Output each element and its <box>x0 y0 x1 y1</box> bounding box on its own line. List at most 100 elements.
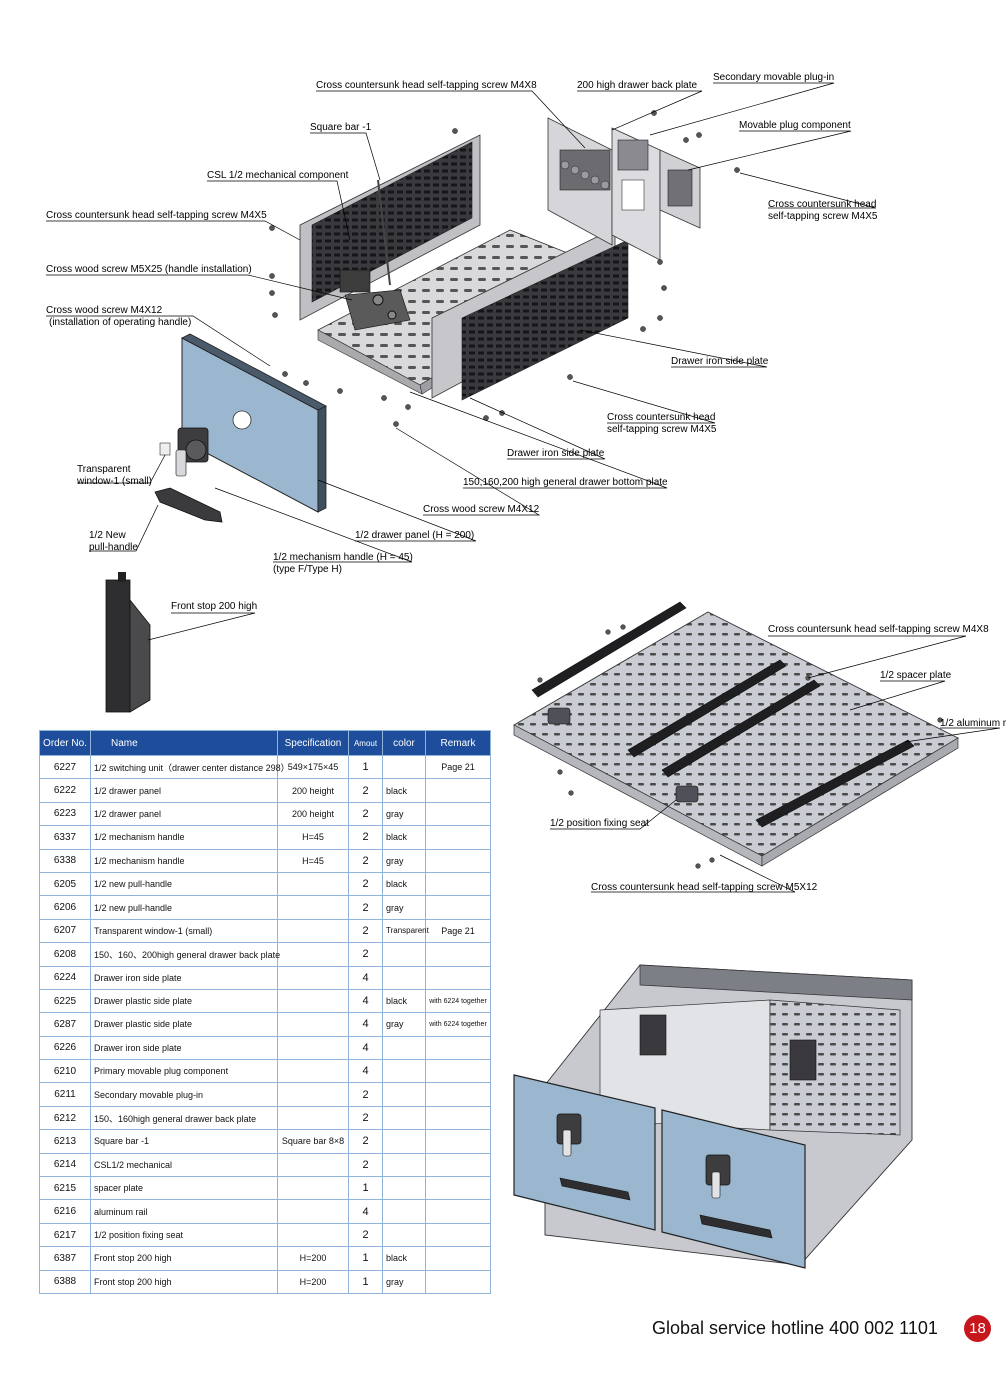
cell-amount: 4 <box>348 1059 383 1084</box>
cell-amount: 2 <box>348 1105 383 1131</box>
cell-amount: 2 <box>348 1129 383 1154</box>
cell-amount: 2 <box>348 1152 383 1178</box>
cell-specification: H=200 <box>277 1246 349 1271</box>
front-plastic-grille <box>461 239 629 401</box>
cell-specification <box>277 1035 349 1061</box>
cell-amount: 2 <box>348 871 383 897</box>
cell-color: black <box>382 1246 426 1271</box>
callout-bottom-plate: 150,160,200 high general drawer bottom p… <box>463 477 668 488</box>
cell-specification <box>277 988 349 1014</box>
callout-iron-side-plate-2: Drawer iron side plate <box>507 448 605 459</box>
cell-name: 1/2 new pull-handle <box>90 871 278 897</box>
callout-csl-mechanical: CSL 1/2 mechanical component <box>207 170 349 181</box>
cell-color <box>382 1199 426 1224</box>
cell-specification: H=45 <box>277 848 349 873</box>
cell-amount: 2 <box>348 778 383 803</box>
cell-specification <box>277 871 349 897</box>
cell-amount: 2 <box>348 942 383 967</box>
cell-name: Front stop 200 high <box>90 1269 278 1294</box>
callout-square-bar: Square bar -1 <box>310 122 372 133</box>
callout-screw-m4x5-mid-line1: Cross countersunk head <box>607 412 716 423</box>
cell-amount: 1 <box>348 1176 383 1201</box>
cell-specification <box>277 942 349 967</box>
cell-amount: 4 <box>348 1012 383 1037</box>
cell-order-no: 6206 <box>39 895 91 920</box>
cell-remark <box>425 942 491 967</box>
header-color: color <box>382 730 426 756</box>
cell-name: Secondary movable plug-in <box>90 1082 278 1107</box>
cell-name: Square bar -1 <box>90 1129 278 1154</box>
header-remark: Remark <box>425 730 491 756</box>
cell-remark <box>425 1105 491 1131</box>
cell-order-no: 6213 <box>39 1129 91 1154</box>
pull-handle <box>154 487 223 523</box>
cell-amount: 2 <box>348 825 383 850</box>
cell-remark <box>425 1176 491 1201</box>
cell-specification <box>277 1152 349 1178</box>
cell-amount: 2 <box>348 1082 383 1107</box>
cell-specification <box>277 965 349 990</box>
parts-table: Order No. Name Specification Amout color… <box>39 730 491 1294</box>
cell-name: 1/2 drawer panel <box>90 801 278 827</box>
cell-remark <box>425 1082 491 1107</box>
cell-name: Primary movable plug component <box>90 1059 278 1084</box>
callout-screw-m4x5-right-line2: self-tapping screw M4X5 <box>768 211 878 222</box>
callout-pull-handle-line2: pull-handle <box>89 542 138 553</box>
cell-remark: with 6224 together <box>425 1012 491 1037</box>
cell-amount: 2 <box>348 895 383 920</box>
assembled-panel-right <box>661 1109 806 1269</box>
cell-order-no: 6205 <box>39 871 91 897</box>
cell-amount: 2 <box>348 848 383 873</box>
callout-mechanism-handle-line2: (type F/Type H) <box>273 564 342 575</box>
cell-order-no: 6338 <box>39 848 91 873</box>
cell-name: 150、160、200high general drawer back plat… <box>90 942 280 967</box>
cell-name: Transparent window-1 (small) <box>90 918 278 944</box>
callout-back-plate: 200 high drawer back plate <box>577 80 698 91</box>
cell-specification: H=200 <box>277 1269 349 1294</box>
cell-order-no: 6222 <box>39 778 91 803</box>
cell-name: 1/2 mechanism handle <box>90 825 278 850</box>
front-stop-drawing <box>105 572 256 713</box>
cell-color: black <box>382 871 426 897</box>
cell-amount: 2 <box>348 918 383 944</box>
service-hotline: Global service hotline 400 002 1101 <box>652 1318 938 1338</box>
cell-color: black <box>382 778 426 803</box>
callout-secondary-plug: Secondary movable plug-in <box>713 72 835 83</box>
callout-wood-screw-m4x12-line1: Cross wood screw M4X12 <box>46 305 163 316</box>
exploded-drawer-drawing <box>154 110 740 523</box>
cell-remark <box>425 1269 491 1294</box>
cell-remark <box>425 1129 491 1154</box>
callout-screw-m5x12: Cross countersunk head self-tapping scre… <box>591 882 818 893</box>
cell-name: 150、160high general drawer back plate <box>90 1105 278 1131</box>
cell-name: Drawer iron side plate <box>90 965 278 990</box>
cell-order-no: 6226 <box>39 1035 91 1061</box>
cell-order-no: 6217 <box>39 1222 91 1248</box>
cell-amount: 4 <box>348 988 383 1014</box>
cell-color: black <box>382 988 426 1014</box>
cell-remark <box>425 1035 491 1061</box>
callout-screw-m4x5-left: Cross countersunk head self-tapping scre… <box>46 210 267 221</box>
table-header-row: Order No. Name Specification Amout color… <box>39 730 491 756</box>
callout-iron-side-plate-1: Drawer iron side plate <box>671 356 769 367</box>
cell-remark <box>425 825 491 850</box>
callout-transparent-window-line1: Transparent <box>77 464 131 475</box>
cell-order-no: 6211 <box>39 1082 91 1107</box>
cell-color: gray <box>382 1269 426 1294</box>
cell-color <box>382 1082 426 1107</box>
cell-amount: 1 <box>348 1246 383 1271</box>
cell-remark <box>425 778 491 803</box>
cell-remark <box>425 1152 491 1178</box>
